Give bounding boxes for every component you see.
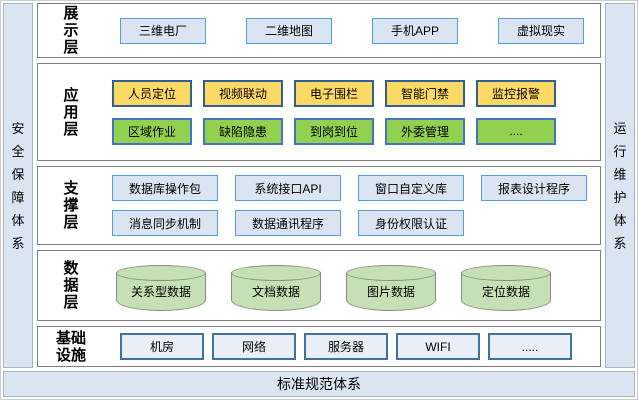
support-item: 身份权限认证 [358,210,464,236]
infrastructure-item: 机房 [120,333,204,360]
layer-label-line: 示 [63,22,79,39]
support-item: 数据库操作包 [112,175,218,201]
layer-label-line: 基础 [55,329,86,347]
support-item: 窗口自定义库 [358,175,464,201]
layer-label-line: 用 [63,103,79,121]
cylinder-label: 定位数据 [481,285,530,299]
application-item: 电子围栏 [294,79,374,107]
strip-char: 运 [613,120,627,136]
application-item: .... [476,117,556,145]
layer-content-application: 人员定位视频联动电子围栏智能门禁监控报警区域作业缺陷隐患到岗到位外委管理.... [104,64,600,160]
layer-label-line: 层 [63,294,79,311]
data-item: 图片数据 [346,265,436,311]
layer-label-line: 层 [63,120,79,138]
application-item: 到岗到位 [294,117,374,145]
layer-label-line: 撑 [63,197,79,214]
bottom-strip-standards-system: 标准规范体系 [3,371,635,397]
strip-char: 行 [613,143,627,159]
row-data: 关系型数据 文档数据 图片数据 定位数据 [116,260,600,311]
support-item: 数据通讯程序 [235,210,341,236]
layer-application: 应用层人员定位视频联动电子围栏智能门禁监控报警区域作业缺陷隐患到岗到位外委管理.… [37,63,601,161]
layer-label-infrastructure: 基础设施 [38,327,104,366]
layer-label-line: 展 [63,5,79,22]
row-application: 区域作业缺陷隐患到岗到位外委管理.... [112,117,600,145]
layer-label-presentation: 展示层 [38,4,104,57]
support-item: 报表设计程序 [481,175,587,201]
layer-label-line: 设施 [55,346,86,364]
presentation-item: 手机APP [372,17,458,44]
application-item: 人员定位 [112,79,192,107]
strip-char: 体 [613,212,627,228]
layer-content-infrastructure: 机房网络服务器 WIFI..... [104,327,600,366]
layer-label-line: 层 [63,39,79,56]
data-item: 关系型数据 [116,265,206,311]
row-support: 消息同步机制数据通讯程序身份权限认证 [112,210,600,236]
presentation-item: 二维地图 [246,17,332,44]
strip-char: 系 [11,235,25,251]
presentation-item: 虚拟现实 [498,17,584,44]
application-item: 缺陷隐患 [203,117,283,145]
cylinder-label: 文档数据 [251,285,300,299]
strip-char: 体 [11,212,25,228]
strip-char: 障 [11,189,25,205]
strip-char: 护 [613,189,627,205]
layer-label-data: 数据层 [38,251,104,320]
data-item: 定位数据 [461,265,551,311]
strip-char: 安 [11,120,25,136]
row-infrastructure: 机房网络服务器 WIFI..... [120,333,600,360]
cylinder-label: 图片数据 [366,285,415,299]
infrastructure-item: 服务器 [304,333,388,360]
data-item: 文档数据 [231,265,321,311]
left-strip-security-system: 安全保障体系 [3,3,33,368]
strip-char: 全 [11,143,25,159]
layer-content-presentation: 三维电厂 二维地图 手机APP 虚拟现实 [104,4,600,57]
infrastructure-item: 网络 [212,333,296,360]
strip-char: 系 [613,235,627,251]
application-item: 智能门禁 [385,79,465,107]
presentation-item: 三维电厂 [120,17,206,44]
row-application: 人员定位视频联动电子围栏智能门禁监控报警 [112,79,600,107]
application-item: 外委管理 [385,117,465,145]
layer-label-line: 层 [63,214,79,231]
layer-data: 数据层 关系型数据 文档数据 图片数据 定位数据 [37,250,601,321]
application-item: 监控报警 [476,79,556,107]
support-item: 消息同步机制 [112,210,218,236]
application-item: 视频联动 [203,79,283,107]
layer-label-application: 应用层 [38,64,104,160]
application-item: 区域作业 [112,117,192,145]
layer-label-line: 支 [63,180,79,197]
infrastructure-item: ..... [488,333,572,360]
cylinder-label: 关系型数据 [130,285,191,299]
row-presentation: 三维电厂 二维地图 手机APP 虚拟现实 [120,17,600,44]
layer-label-line: 数 [63,260,79,277]
layer-label-line: 据 [63,277,79,294]
strip-char: 保 [11,166,25,182]
support-item: 系统接口API [235,175,341,201]
layer-label-line: 应 [63,86,79,104]
right-strip-operation-maintenance-system: 运行维护体系 [605,3,635,368]
infrastructure-item: WIFI [396,333,480,360]
strip-char: 维 [613,166,627,182]
layer-content-data: 关系型数据 文档数据 图片数据 定位数据 [104,251,600,320]
row-support: 数据库操作包系统接口API 窗口自定义库报表设计程序 [112,175,600,201]
layer-content-support: 数据库操作包系统接口API 窗口自定义库报表设计程序消息同步机制数据通讯程序身份权… [104,167,600,244]
layer-label-support: 支撑层 [38,167,104,244]
